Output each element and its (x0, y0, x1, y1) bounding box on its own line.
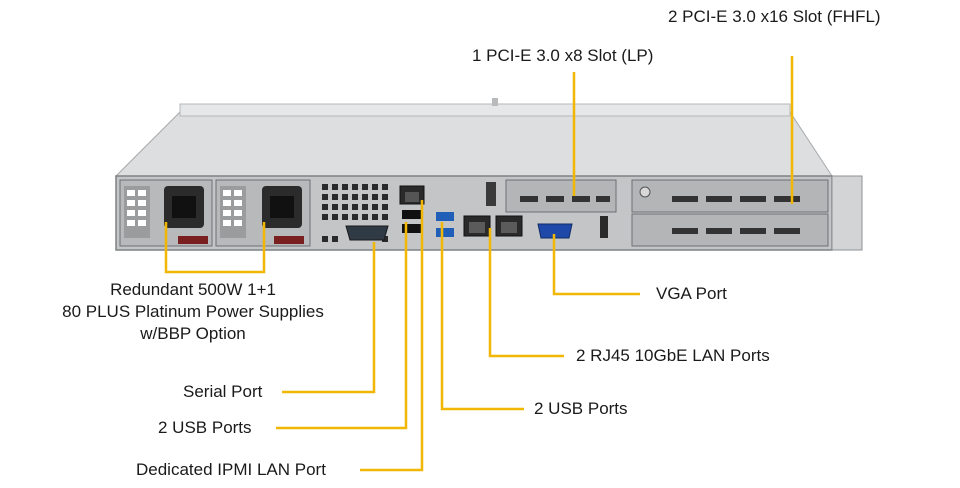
psu-label-line1: Redundant 500W 1+1 (110, 280, 276, 299)
vent-grid (322, 184, 388, 242)
pcie-fhfl-slots (631, 179, 829, 247)
vga-label: VGA Port (656, 284, 727, 303)
leader-ipmi (360, 200, 424, 472)
leader-usb-right (440, 222, 524, 411)
psu-2 (215, 179, 311, 247)
pcie-lp-slot (505, 179, 617, 213)
lan-label: 2 RJ45 10GbE LAN Ports (576, 346, 770, 365)
usb-right-label: 2 USB Ports (534, 399, 628, 418)
ipmi-label: Dedicated IPMI LAN Port (136, 460, 326, 479)
psu-label: Redundant 500W 1+1 80 PLUS Platinum Powe… (40, 279, 346, 345)
pcie-fhfl-label: 2 PCI-E 3.0 x16 Slot (FHFL) (668, 7, 881, 26)
leader-lines (164, 56, 794, 472)
vga-port (537, 223, 573, 239)
pcie-lp-label: 1 PCI-E 3.0 x8 Slot (LP) (472, 46, 654, 65)
usb-left-label: 2 USB Ports (158, 418, 252, 437)
psu-label-line2: 80 PLUS Platinum Power Supplies (62, 302, 324, 321)
usb-port-right-2 (436, 228, 454, 237)
serial-port (345, 225, 389, 241)
leader-psu (164, 222, 266, 274)
psu-label-line3: w/BBP Option (140, 324, 246, 343)
leader-serial (282, 242, 376, 394)
usb-port-left-2 (402, 224, 422, 233)
leader-vga (552, 234, 640, 296)
leader-usb-left (276, 222, 408, 430)
leader-lan (488, 228, 564, 358)
chassis-top (114, 111, 833, 177)
usb-port-right-1 (436, 212, 454, 221)
usb-port-left-1 (402, 210, 422, 219)
serial-port-label: Serial Port (183, 382, 263, 401)
